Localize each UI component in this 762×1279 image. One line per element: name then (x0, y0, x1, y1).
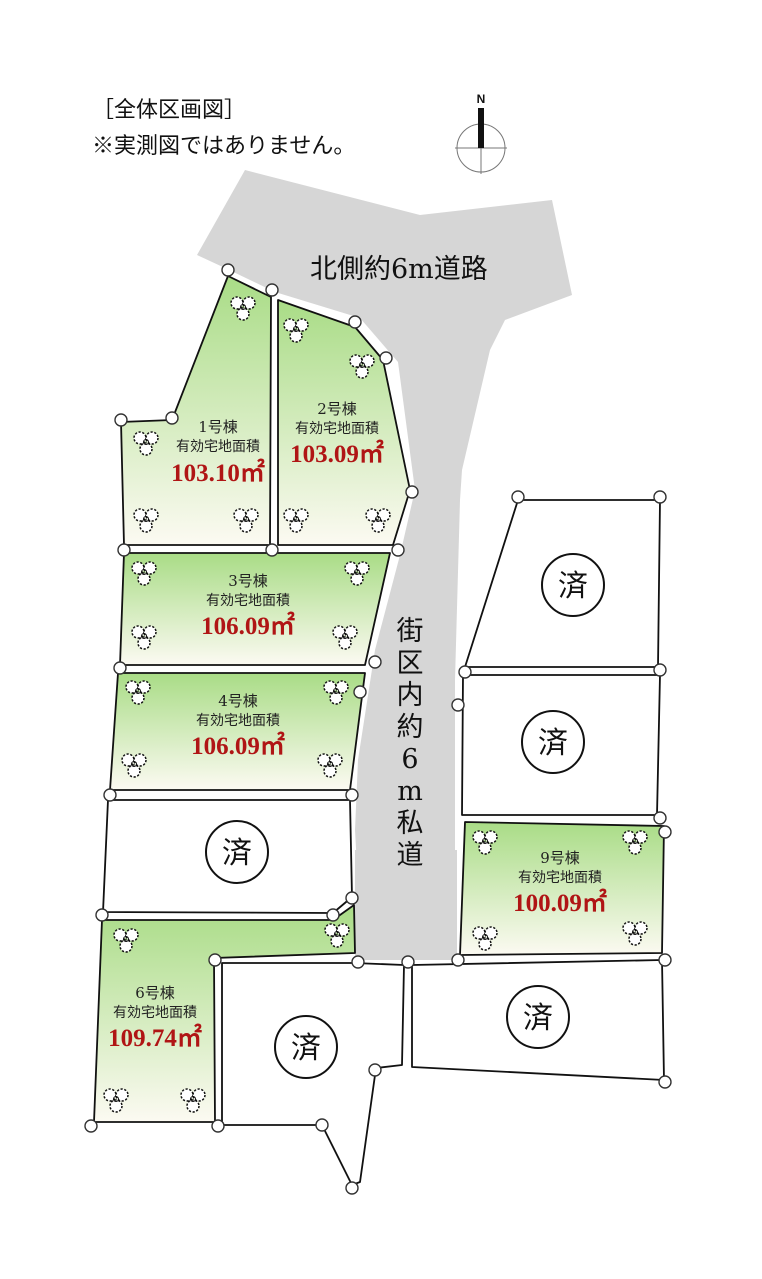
boundary-marker (368, 1063, 382, 1077)
boundary-markers (84, 263, 672, 1195)
boundary-marker (345, 1181, 359, 1195)
lot-area-value: 106.09㎡ (201, 611, 295, 640)
lot-9-parcel (459, 821, 665, 956)
private-road-char: 街 (397, 616, 424, 647)
boundary-marker (351, 955, 365, 969)
private-road-char: 内 (397, 680, 424, 711)
boundary-marker (511, 490, 525, 504)
lot-number: 6号棟 (135, 984, 175, 1002)
boundary-marker (353, 685, 367, 699)
disclaimer-note: ※実測図ではありません。 (92, 134, 356, 159)
boundary-marker (103, 788, 117, 802)
lot-area-label: 有効宅地面積 (176, 439, 260, 455)
boundary-marker (114, 413, 128, 427)
lot-area-value: 103.10㎡ (171, 458, 265, 487)
sold-mark: 済 (521, 710, 585, 774)
private-road-lower (355, 850, 457, 960)
boundary-marker (326, 908, 340, 922)
lot-area-label: 有効宅地面積 (196, 713, 280, 729)
boundary-marker (84, 1119, 98, 1133)
lot-number: 4号棟 (218, 692, 258, 710)
lot-number: 9号棟 (540, 849, 580, 867)
boundary-marker (391, 543, 405, 557)
boundary-marker (345, 891, 359, 905)
boundary-marker (348, 315, 362, 329)
lot-number: 1号棟 (198, 418, 238, 436)
private-road-char: 約 (397, 712, 424, 743)
sold-mark: 済 (274, 1015, 338, 1079)
compass-north-letter: N (477, 92, 486, 106)
lot-number: 2号棟 (317, 400, 357, 418)
boundary-marker (208, 953, 222, 967)
lot-area-label: 有効宅地面積 (295, 421, 379, 437)
boundary-marker (221, 263, 235, 277)
north-road (197, 170, 572, 960)
boundary-marker (658, 953, 672, 967)
boundary-marker (113, 661, 127, 675)
lot-number: 3号棟 (228, 572, 268, 590)
boundary-marker (653, 490, 667, 504)
plan-title: ［全体区画図］ (92, 98, 247, 123)
boundary-marker (658, 1075, 672, 1089)
boundary-marker (368, 655, 382, 669)
sold-mark-text: 済 (538, 726, 568, 761)
sold-mark-text: 済 (291, 1031, 321, 1066)
sold-mark: 済 (205, 820, 269, 884)
lot-outlines (93, 275, 665, 1186)
boundary-marker (265, 283, 279, 297)
lot-area-label: 有効宅地面積 (206, 593, 290, 609)
boundary-marker (451, 698, 465, 712)
sold-mark-text: 済 (222, 836, 252, 871)
boundary-marker (405, 485, 419, 499)
private-road-char: 区 (397, 648, 424, 679)
private-road-char: 6 (401, 744, 418, 775)
boundary-marker (211, 1119, 225, 1133)
private-road-label: 街 区 内 約 6 m 私 道 (397, 616, 424, 871)
lot-area-value: 103.09㎡ (290, 439, 384, 468)
sold-mark-text: 済 (558, 569, 588, 604)
sold-mark-text: 済 (523, 1001, 553, 1036)
boundary-marker (401, 955, 415, 969)
lot-1-label: 1号棟 有効宅地面積 103.10㎡ (171, 418, 265, 487)
boundary-marker (379, 351, 393, 365)
lot-area-value: 109.74㎡ (108, 1023, 202, 1052)
sold-mark: 済 (541, 553, 605, 617)
lot-9-label: 9号棟 有効宅地面積 100.09㎡ (513, 849, 607, 917)
lot-area-label: 有効宅地面積 (113, 1005, 197, 1021)
boundary-marker (658, 825, 672, 839)
lot-2-label: 2号棟 有効宅地面積 103.09㎡ (290, 400, 384, 468)
lot-4-label: 4号棟 有効宅地面積 106.09㎡ (191, 692, 285, 760)
boundary-marker (117, 543, 131, 557)
boundary-marker (315, 1118, 329, 1132)
boundary-marker (95, 908, 109, 922)
north-road-label: 北側約6m道路 (310, 254, 488, 285)
lot-area-value: 106.09㎡ (191, 731, 285, 760)
boundary-marker (345, 788, 359, 802)
boundary-marker (653, 663, 667, 677)
north-arrow-icon: N (455, 92, 507, 174)
boundary-marker (265, 543, 279, 557)
boundary-marker (165, 411, 179, 425)
boundary-marker (458, 665, 472, 679)
lot-area-value: 100.09㎡ (513, 888, 607, 917)
private-road-char: 私 (397, 808, 424, 839)
lot-area-label: 有効宅地面積 (518, 870, 602, 886)
private-road-char: 道 (397, 840, 424, 871)
sold-mark: 済 (506, 985, 570, 1049)
boundary-marker (451, 953, 465, 967)
lot-6-label: 6号棟 有効宅地面積 109.74㎡ (108, 984, 202, 1052)
road-area (197, 170, 572, 960)
lot-3-parcel (119, 552, 391, 666)
private-road-char: m (397, 776, 423, 807)
lot-3-label: 3号棟 有効宅地面積 106.09㎡ (201, 572, 295, 640)
boundary-marker (653, 811, 667, 825)
